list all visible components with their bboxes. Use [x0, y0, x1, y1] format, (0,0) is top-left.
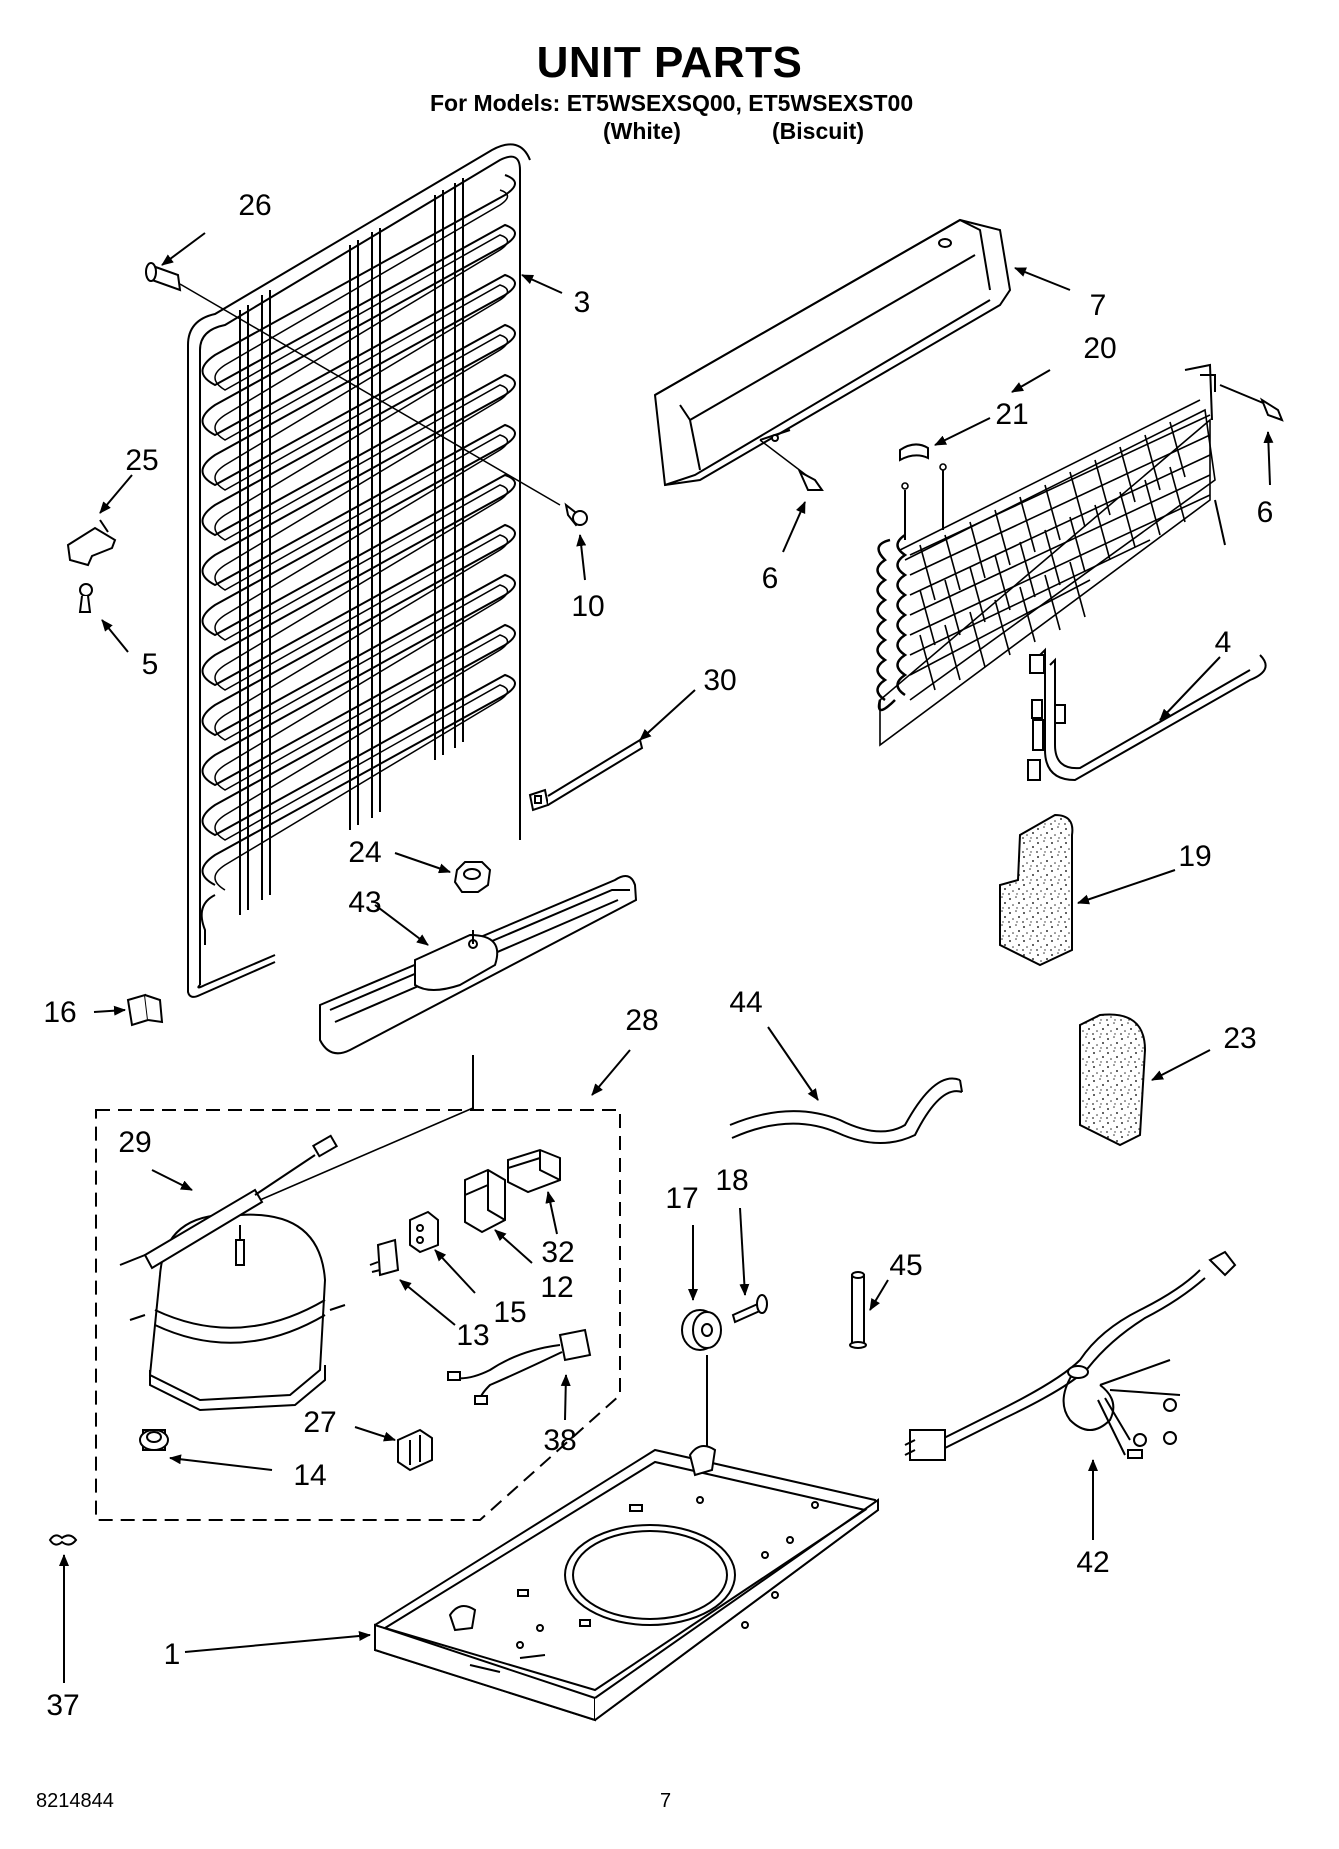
clip-16 [126, 993, 164, 1027]
nut-24 [453, 861, 492, 893]
callout-6-right: 6 [1257, 496, 1274, 529]
wire-harness-38 [447, 1328, 592, 1405]
foam-block-23 [1079, 1013, 1147, 1147]
screw-5 [78, 583, 93, 613]
callout-16: 16 [43, 996, 76, 1029]
document-number: 8214844 [36, 1790, 114, 1812]
drain-tube [729, 1077, 963, 1144]
callout-20: 20 [1083, 332, 1116, 365]
variant-biscuit-label: (Biscuit) [772, 118, 864, 144]
callout-32: 32 [541, 1236, 574, 1269]
condenser-coil [187, 143, 531, 998]
capacitor-32 [507, 1148, 561, 1194]
callout-28: 28 [625, 1004, 658, 1037]
callout-4: 4 [1215, 626, 1232, 659]
callout-arrows [59, 232, 1274, 1683]
callout-13: 13 [456, 1319, 489, 1352]
callout-7: 7 [1090, 289, 1107, 322]
callout-45: 45 [889, 1249, 922, 1282]
callout-18: 18 [715, 1164, 748, 1197]
screw-18 [731, 1294, 768, 1324]
page-title: UNIT PARTS [536, 38, 803, 87]
variant-white-label: (White) [603, 118, 681, 144]
drain-pan [319, 875, 638, 1055]
power-cord [904, 1250, 1237, 1461]
callout-12: 12 [540, 1271, 573, 1304]
screw-10 [564, 502, 588, 527]
callout-1: 1 [164, 1638, 181, 1671]
callout-24: 24 [348, 836, 381, 869]
callout-30: 30 [703, 664, 736, 697]
evaporator-cover [653, 218, 1012, 487]
grommet-17 [681, 1309, 722, 1460]
bracket-25 [66, 519, 117, 567]
callout-23: 23 [1223, 1022, 1256, 1055]
callout-44: 44 [729, 986, 762, 1019]
callout-3: 3 [574, 286, 591, 319]
callout-25: 25 [125, 444, 158, 477]
compressor [129, 1213, 346, 1451]
callout-38: 38 [543, 1424, 576, 1457]
clip-21 [899, 443, 929, 462]
screw-26 [145, 262, 561, 506]
callout-15: 15 [493, 1296, 526, 1329]
callout-42: 42 [1076, 1546, 1109, 1579]
callout-43: 43 [348, 886, 381, 919]
relay-12 [464, 1168, 506, 1234]
base-plate [374, 1445, 880, 1722]
page-number: 7 [660, 1790, 672, 1812]
callout-27: 27 [303, 1406, 336, 1439]
callout-17: 17 [665, 1182, 698, 1215]
models-line: For Models: ET5WSEXSQ00, ET5WSEXST00 [430, 90, 914, 116]
callout-19: 19 [1178, 840, 1211, 873]
callout-6-left: 6 [762, 562, 779, 595]
callout-10: 10 [571, 590, 604, 623]
callout-21: 21 [995, 398, 1028, 431]
screw-6-left [759, 439, 824, 491]
connector-27 [397, 1428, 433, 1472]
overload-15 [409, 1210, 439, 1254]
callout-29: 29 [118, 1126, 151, 1159]
callout-5: 5 [142, 648, 159, 681]
screw-6-right [1219, 384, 1284, 422]
compressor-kit-box [95, 1109, 621, 1521]
defrost-heater [1027, 647, 1267, 782]
kit-leader-2 [259, 1107, 474, 1201]
evaporator [876, 363, 1226, 747]
foam-block-19 [999, 813, 1074, 967]
callout-37: 37 [46, 1689, 79, 1722]
plug-37 [48, 1534, 78, 1546]
terminal-13 [369, 1238, 400, 1277]
pin-45 [849, 1271, 867, 1349]
callout-14: 14 [293, 1459, 326, 1492]
callout-26: 26 [238, 189, 271, 222]
cable-tie [528, 738, 644, 812]
filter-drier [119, 1134, 339, 1270]
